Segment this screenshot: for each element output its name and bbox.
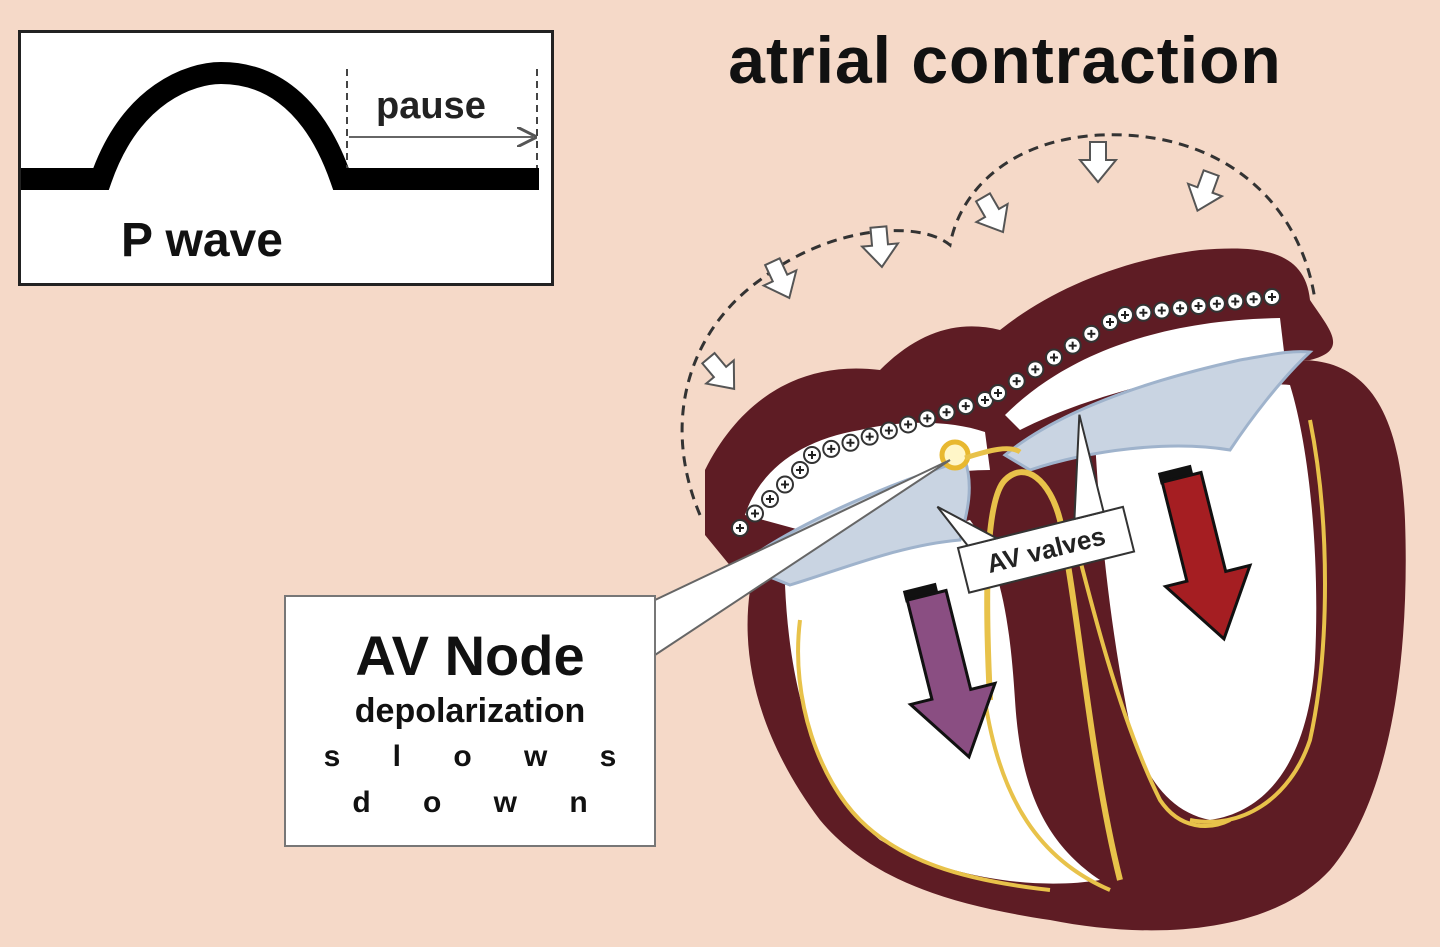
plus-charge-mark — [899, 415, 918, 434]
plus-charge-mark — [879, 421, 898, 440]
plus-charge-mark — [1026, 360, 1045, 379]
av-node-callout: AV Node depolarization s l o w s d o w n — [284, 595, 656, 847]
right-ventricle-flow-arrow — [1157, 464, 1253, 642]
purkinje-fiber-right — [1189, 419, 1327, 824]
right-atrium-cavity — [1005, 318, 1285, 430]
plus-charge-mark — [1082, 324, 1101, 343]
plus-charge-mark — [791, 461, 809, 479]
av-node-line-1: s l o w s — [323, 740, 639, 773]
plus-charge-mark — [1244, 290, 1263, 309]
hollow-arrow-icon — [700, 351, 736, 391]
plus-charge-mark — [731, 519, 749, 537]
p-wave-line — [21, 61, 539, 190]
plus-charge-mark — [1207, 294, 1226, 313]
plus-charge-mark — [1152, 301, 1171, 320]
plus-charge-mark — [822, 439, 841, 458]
plus-charge-mark — [1063, 336, 1082, 355]
plus-charge-mark — [860, 427, 879, 446]
plus-charge-mark — [937, 403, 956, 422]
purkinje-fiber-left — [796, 619, 1111, 892]
av-node-line-2: d o w n — [352, 786, 610, 819]
plus-charge-mark — [1226, 292, 1245, 311]
av-node-marker — [939, 439, 971, 471]
plus-charge-mark — [1171, 299, 1190, 318]
plus-charge-mark — [989, 384, 1007, 402]
plus-charge-mark — [1189, 297, 1208, 315]
plus-charge-mark — [1101, 313, 1119, 331]
depolarization-ring — [731, 288, 1281, 537]
av-node-bundle — [964, 446, 1022, 461]
hollow-arrow-icon — [1077, 141, 1119, 184]
av-valves-callout: AV valves — [936, 414, 1136, 594]
plus-charge-mark — [1007, 372, 1026, 391]
hollow-arrow-icon — [761, 256, 798, 300]
pause-label: pause — [376, 85, 486, 127]
page-title: atrial contraction — [728, 23, 1282, 97]
left-ventricle-flow-arrow — [902, 582, 998, 760]
p-wave-label: P wave — [121, 214, 283, 267]
atrial-dashed-outline — [680, 133, 1317, 516]
hollow-arrow-icon — [1186, 169, 1225, 213]
plus-charge-mark — [761, 490, 779, 508]
p-wave-panel: pause P wave — [18, 30, 554, 286]
plus-charge-mark — [1263, 288, 1281, 306]
purkinje-fiber-inner — [1068, 519, 1231, 828]
plus-charge-mark — [918, 409, 937, 428]
plus-charge-mark — [841, 433, 860, 452]
hollow-arrow-icon — [859, 225, 900, 269]
plus-charge-mark — [746, 504, 764, 523]
p-wave-trace — [21, 61, 539, 190]
hollow-arrow-icon — [974, 192, 1009, 234]
av-node-title: AV Node — [355, 624, 585, 687]
plus-charge-mark — [1045, 348, 1063, 367]
plus-charge-mark — [1134, 303, 1153, 322]
plus-charge-mark — [803, 446, 821, 464]
av-node-subtitle: depolarization — [354, 692, 586, 730]
plus-charge-mark — [776, 475, 794, 494]
plus-charge-mark — [956, 397, 975, 416]
plus-charge-mark — [1116, 306, 1134, 324]
contraction-arrows — [700, 141, 1225, 391]
